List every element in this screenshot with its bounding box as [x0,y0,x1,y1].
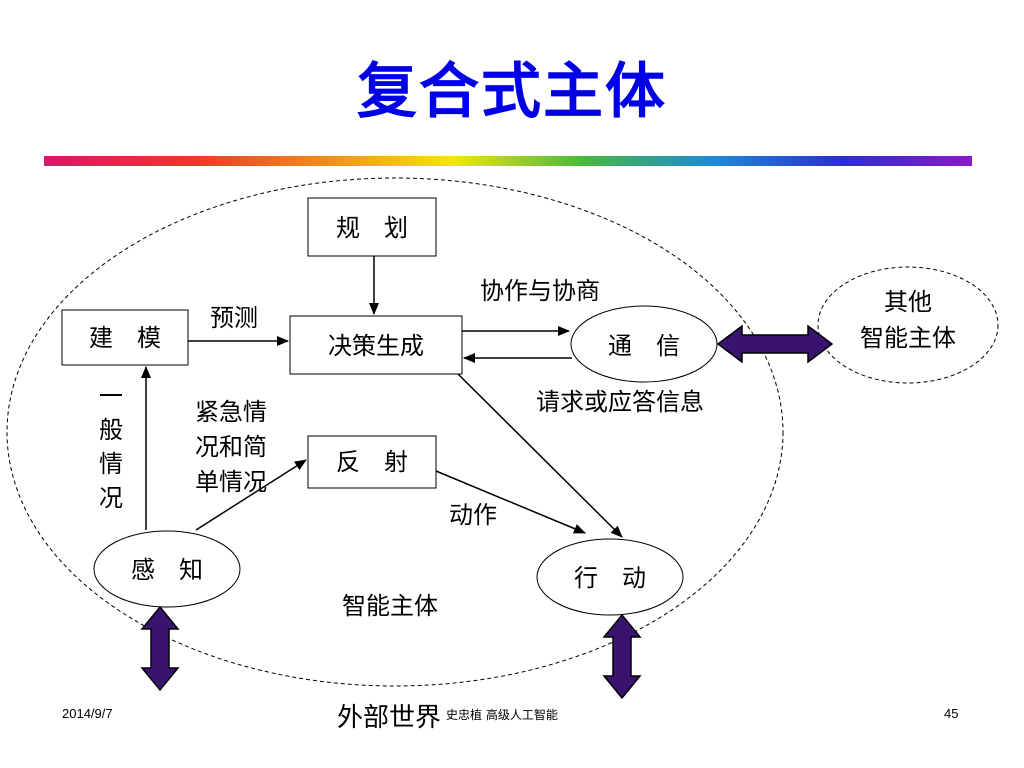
arrow-perception-to-reflex [195,459,307,531]
other-agent-boundary [817,266,999,384]
decision-node: 决策生成 [289,315,463,375]
communication-label: 通 信 [608,332,680,360]
communication-node: 通 信 [570,305,718,383]
action-node: 行 动 [536,538,684,616]
request-label: 请求或应答信息 [536,388,704,416]
reflex-node: 反 射 [307,435,437,489]
arrow-reflex-to-action [435,470,586,534]
plan-label: 规 划 [336,214,408,242]
emergency-label: 单情况 [195,468,267,496]
footer-author: 史忠植 高级人工智能 [446,708,558,722]
model-node: 建 模 [61,309,189,366]
title-divider [44,156,972,166]
perception-label: 感 知 [131,556,203,584]
action-edge-label: 动作 [449,501,497,529]
general-label: 一 [99,382,123,410]
footer-date: 2014/9/7 [62,706,113,721]
page-title: 复合式主体 [357,57,667,127]
emergency-label: 况和简 [195,433,267,461]
agent-boundary [6,177,784,687]
arrow-decision-to-action [457,373,623,538]
double-arrow-action-world [602,613,642,700]
outer-world-label: 外部世界 [337,703,441,733]
decision-label: 决策生成 [328,332,424,360]
general-label: 况 [99,484,123,512]
action-label: 行 动 [574,564,646,592]
plan-node: 规 划 [307,197,437,257]
other-agent-label: 其他 [884,288,932,316]
model-label: 建 模 [89,324,161,352]
page-number: 45 [944,706,959,721]
other-agent-label: 智能主体 [860,324,956,352]
double-arrow-communication-other [716,324,834,364]
predict-label: 预测 [210,304,258,332]
cooperation-label: 协作与协商 [480,277,600,305]
reflex-label: 反 射 [336,448,408,476]
emergency-label: 紧急情 [195,398,267,426]
perception-node: 感 知 [93,530,241,608]
general-label: 情 [99,450,123,478]
general-label: 般 [99,416,123,444]
agent-region-label: 智能主体 [342,592,438,620]
double-arrow-perception-world [140,605,180,692]
